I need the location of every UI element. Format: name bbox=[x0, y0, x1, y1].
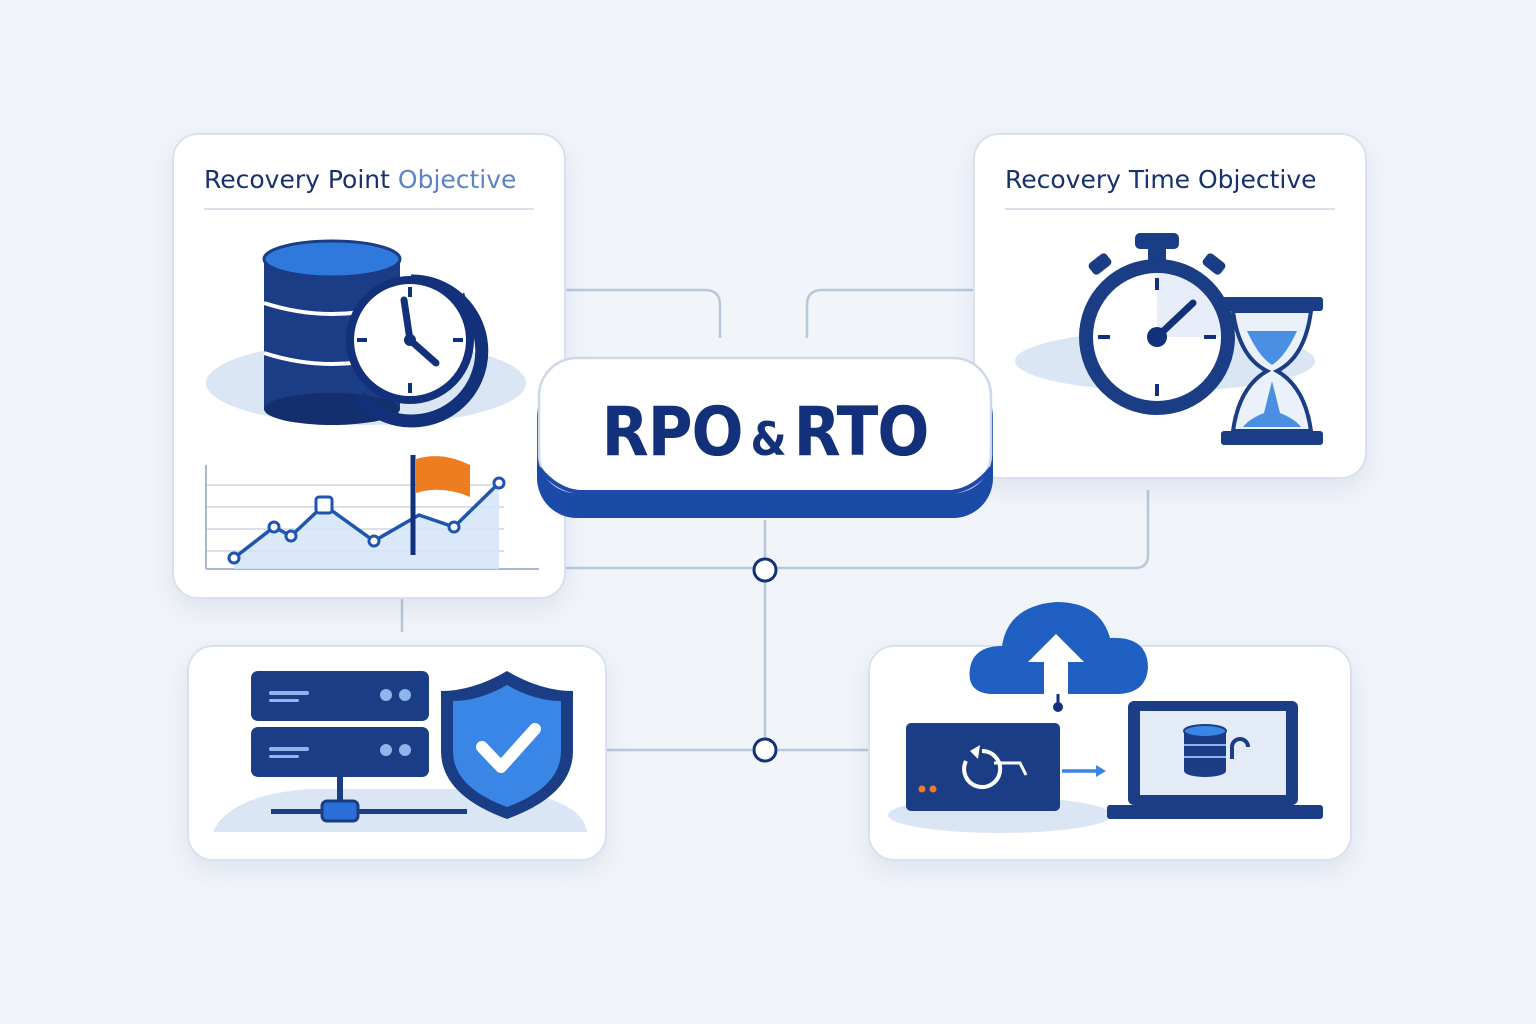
center-title-amp: & bbox=[750, 412, 787, 466]
rto-title-part1: Recovery Time bbox=[1005, 165, 1191, 194]
rpo-card-title: Recovery Point Objective bbox=[204, 165, 534, 210]
rpo-card-art bbox=[205, 239, 539, 570]
rto-card: Recovery Time Objective bbox=[973, 133, 1367, 479]
connector-node-bottom bbox=[752, 737, 778, 763]
rto-card-art bbox=[1015, 233, 1323, 445]
line-chart-icon bbox=[205, 465, 539, 570]
center-badge-shape bbox=[537, 356, 993, 518]
backup-drive-icon bbox=[906, 723, 1060, 811]
rto-card-title: Recovery Time Objective bbox=[1005, 165, 1335, 210]
server-rack-icon bbox=[251, 671, 467, 823]
rpo-card: Recovery Point Objective bbox=[172, 133, 566, 599]
center-title-rpo: RPO bbox=[601, 393, 744, 472]
clock-icon bbox=[346, 274, 489, 428]
hourglass-icon bbox=[1221, 297, 1323, 445]
connector-bottom-spine bbox=[560, 490, 1150, 570]
rpo-rto-center-badge: RPO&RTO bbox=[535, 356, 995, 521]
connector-rto-to-center bbox=[805, 288, 975, 338]
rpo-title-part2: Objective bbox=[397, 165, 517, 194]
flag-icon bbox=[410, 455, 470, 555]
stopwatch-icon bbox=[1079, 233, 1235, 415]
rto-title-part2: Objective bbox=[1198, 165, 1317, 194]
laptop-icon bbox=[1107, 701, 1323, 819]
rpo-title-part1: Recovery Point bbox=[204, 165, 390, 194]
security-card-art bbox=[213, 671, 587, 832]
connector-node-top bbox=[752, 557, 778, 583]
restore-card-art bbox=[888, 677, 1323, 833]
connector-rpo-to-center bbox=[560, 288, 722, 338]
security-card bbox=[187, 645, 607, 861]
cloud-upload-icon bbox=[969, 602, 1148, 694]
shield-check-icon bbox=[441, 671, 573, 819]
center-title-rto: RTO bbox=[793, 393, 930, 472]
center-title: RPO&RTO bbox=[535, 378, 995, 488]
